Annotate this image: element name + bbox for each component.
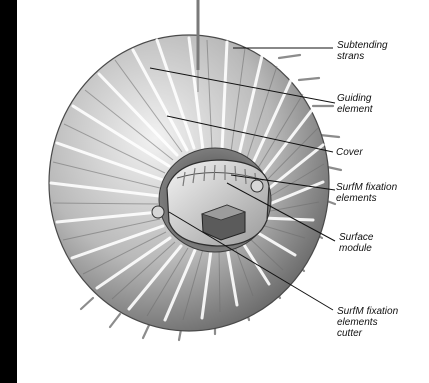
label-cover: Cover [336, 147, 363, 158]
fixation-knob-left [152, 206, 164, 218]
label-guiding-element: Guiding element [337, 93, 373, 115]
surface-module-shape [167, 160, 269, 246]
label-surface-module: Surface module [339, 232, 373, 254]
diagram-panel: Subtending strans Guiding element Cover … [17, 0, 429, 383]
fixation-knob-right [251, 180, 263, 192]
label-surfm-fixation-elements: SurfM fixation elements [336, 182, 397, 204]
label-subtending-strans: Subtending strans [337, 40, 388, 62]
label-surfm-fixation-elements-cutter: SurfM fixation elements cutter [337, 306, 398, 338]
